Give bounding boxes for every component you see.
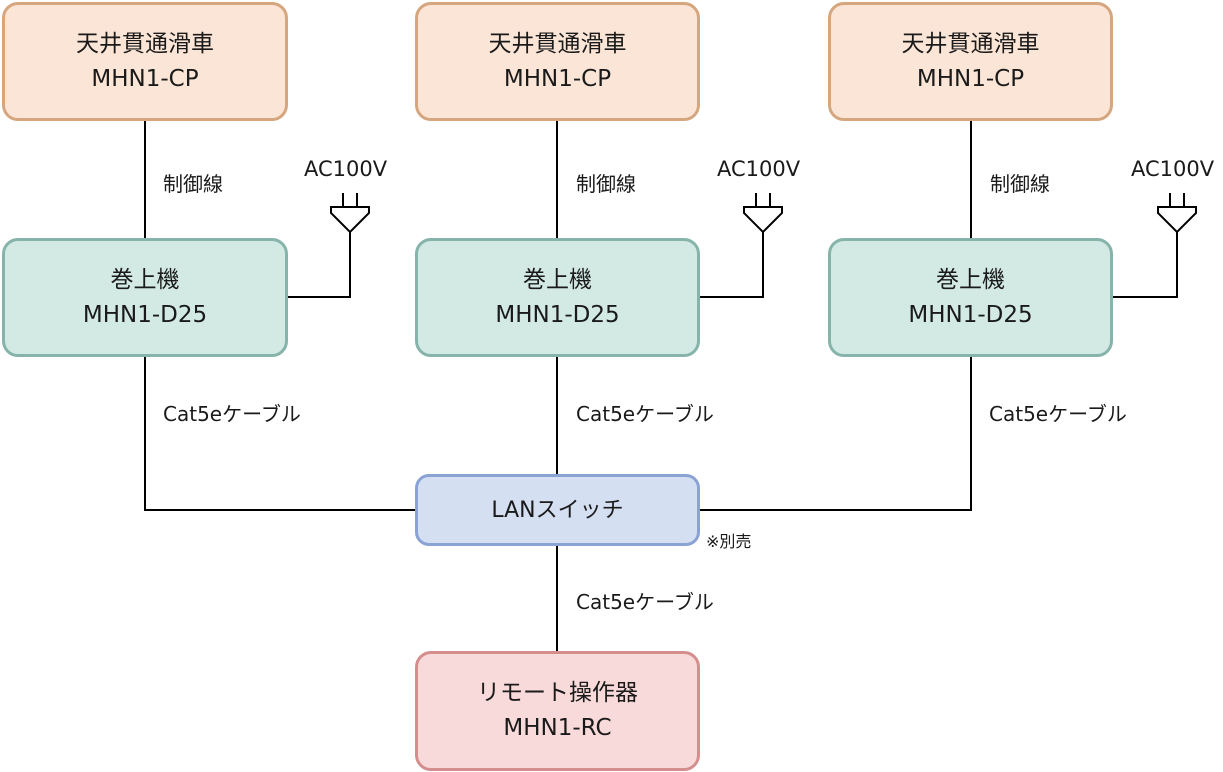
cable-label: Cat5eケーブル [989,402,1127,426]
control-line-label: 制御線 [163,172,223,196]
cable-label: Cat5eケーブル [163,402,301,426]
power-label: AC100V [1131,157,1215,181]
cable-label: Cat5eケーブル [576,590,714,614]
control-line-label: 制御線 [576,172,636,196]
plug-icon [1157,193,1197,234]
cat5e-line-3 [699,356,972,511]
lan-switch-node[interactable]: LANスイッチ [415,474,700,546]
ceiling-pulley-node-3[interactable]: 天井貫通滑車 MHN1-CP [828,2,1113,121]
remote-controller-node[interactable]: リモート操作器 MHN1-RC [415,651,700,771]
node-name: 天井貫通滑車 [488,30,627,57]
node-model: MHN1-CP [91,65,199,92]
node-model: MHN1-RC [503,715,612,741]
ceiling-pulley-node-2[interactable]: 天井貫通滑車 MHN1-CP [415,2,700,121]
node-model: MHN1-CP [503,65,612,92]
control-line-label: 制御線 [990,172,1050,196]
plug-icon [330,193,370,234]
node-model: MHN1-D25 [495,301,620,328]
node-name: 巻上機 [936,266,1005,293]
power-label: AC100V [304,157,388,181]
hoist-node-3[interactable]: 巻上機 MHN1-D25 [828,238,1113,357]
node-model: MHN1-D25 [82,301,208,328]
node-name: リモート操作器 [477,680,638,706]
node-name: 天井貫通滑車 [901,30,1040,57]
power-line-2 [699,232,764,298]
hoist-node-1[interactable]: 巻上機 MHN1-D25 [2,238,288,357]
node-model: MHN1-D25 [908,301,1033,328]
plug-icon [743,193,783,234]
node-model: MHN1-CP [916,65,1025,92]
cat5e-line-1 [144,356,416,511]
sold-separately-note: ※別売 [706,532,752,551]
node-name: 巻上機 [110,266,180,293]
node-name: 天井貫通滑車 [76,30,214,57]
node-name: LANスイッチ [491,497,624,523]
hoist-node-2[interactable]: 巻上機 MHN1-D25 [415,238,700,357]
power-label: AC100V [717,157,801,181]
ceiling-pulley-node-1[interactable]: 天井貫通滑車 MHN1-CP [2,2,288,121]
power-line-3 [1112,232,1178,298]
power-line-1 [287,232,351,298]
node-name: 巻上機 [523,266,592,293]
cable-label: Cat5eケーブル [576,402,714,426]
